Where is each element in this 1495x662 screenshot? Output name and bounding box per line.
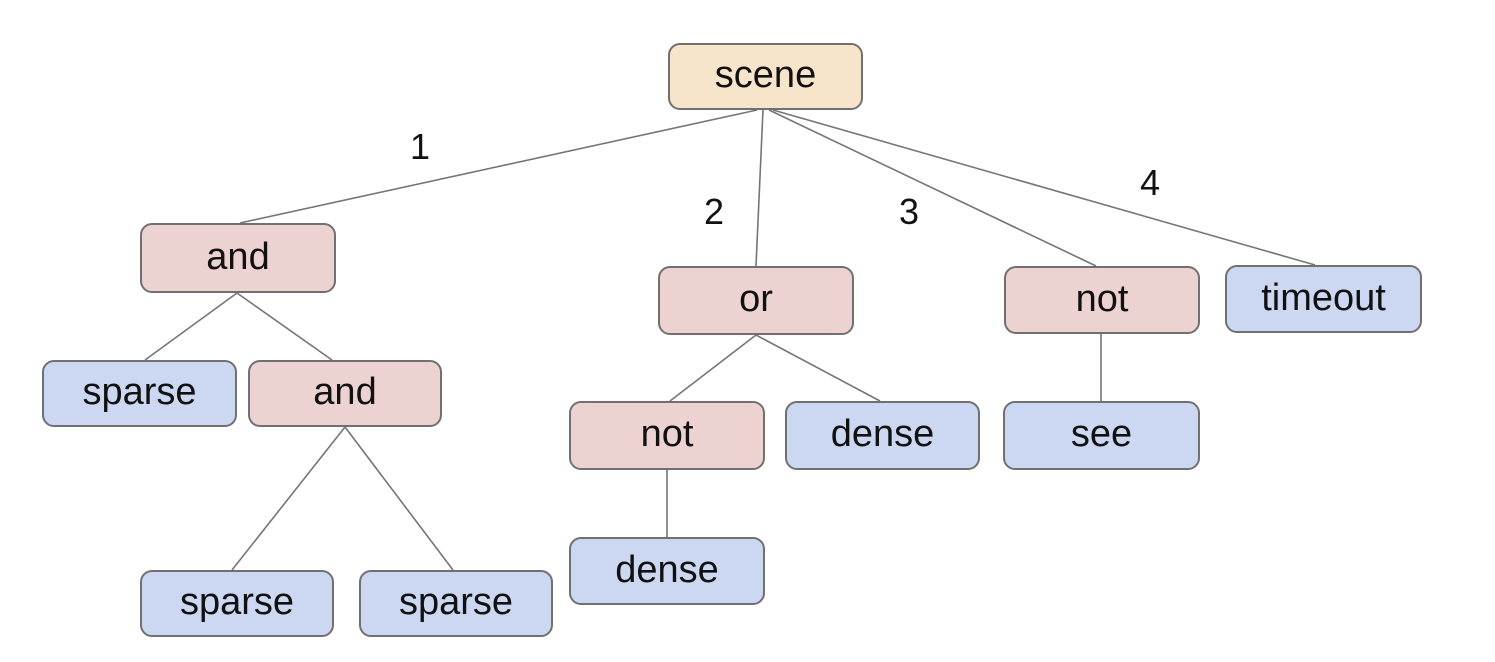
node-not-2: not — [569, 401, 765, 470]
edge-and-sparse — [144, 292, 238, 361]
edge-and2-sparse — [231, 426, 346, 571]
edge-label-4: 4 — [1139, 162, 1161, 203]
node-and-2: and — [248, 360, 442, 427]
node-and-1: and — [140, 223, 336, 293]
edge-scene-and — [239, 109, 758, 224]
node-not-1: not — [1004, 266, 1200, 334]
node-dense-2: dense — [569, 537, 765, 605]
edge-scene-or — [755, 109, 764, 267]
node-see: see — [1003, 401, 1200, 470]
node-sparse-2: sparse — [140, 570, 334, 637]
node-dense-1: dense — [785, 401, 980, 470]
node-timeout: timeout — [1225, 265, 1422, 333]
edge-and-and — [236, 292, 333, 361]
edge-and2-sparse2 — [344, 426, 454, 571]
node-sparse-1: sparse — [42, 360, 237, 427]
edge-or-dense — [755, 334, 881, 402]
edge-scene-not — [768, 109, 1097, 267]
node-scene: scene — [668, 43, 863, 110]
edge-label-3: 3 — [898, 191, 920, 232]
edge-label-1: 1 — [409, 126, 431, 167]
edge-scene-timeout — [772, 109, 1316, 266]
edge-or-not — [669, 334, 757, 402]
node-or: or — [658, 266, 854, 335]
node-sparse-3: sparse — [359, 570, 553, 637]
edge-label-2: 2 — [703, 191, 725, 232]
